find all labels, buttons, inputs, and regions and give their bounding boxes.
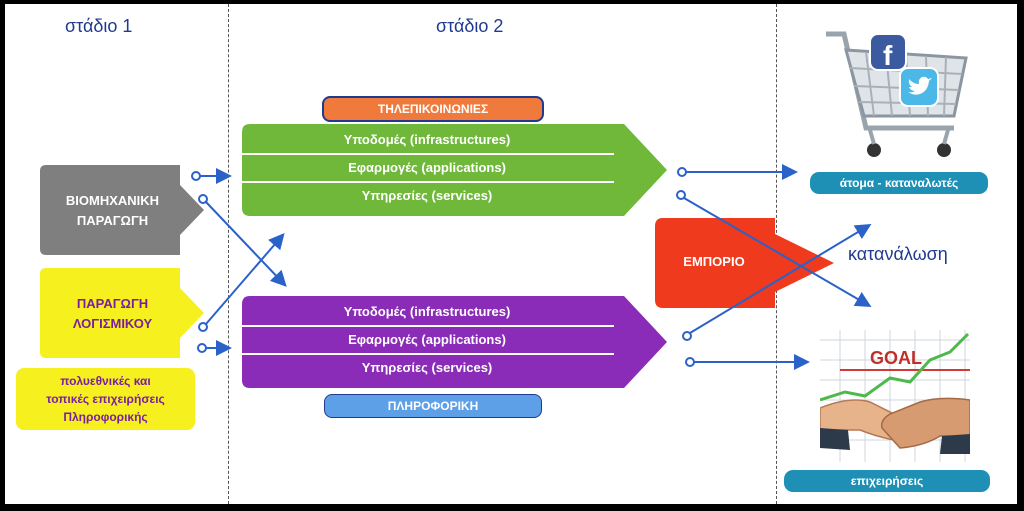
- goal-text: GOAL: [870, 348, 922, 368]
- companies-note: πολυεθνικές και τοπικές επιχειρήσεις Πλη…: [16, 368, 195, 430]
- handshake-goal-icon: GOAL: [820, 330, 970, 462]
- stage-2-label: στάδιο 2: [436, 16, 504, 36]
- telecom-label: ΤΗΛΕΠΙΚΟΙΝΩΝΙΕΣ: [322, 96, 544, 122]
- informatics-row-services: Υπηρεσίες (services): [361, 360, 493, 375]
- consumers-label: άτομα - καταναλωτές: [810, 172, 988, 194]
- informatics-label: ΠΛΗΡΟΦΟΡΙΚΗ: [324, 394, 542, 418]
- facebook-glyph: f: [883, 40, 893, 71]
- twitter-icon: [899, 67, 939, 107]
- stage-divider-1: [228, 4, 229, 504]
- facebook-icon: f: [869, 33, 907, 71]
- industrial-line-2: ΠΑΡΑΓΩΓΗ: [76, 213, 149, 228]
- informatics-row-infrastructures: Υποδομές (infrastructures): [343, 304, 511, 319]
- software-line-1: ΠΑΡΑΓΩΓΗ: [76, 296, 149, 311]
- commerce-label: ΕΜΠΟΡΙΟ: [683, 254, 745, 269]
- telecom-row-services: Υπηρεσίες (services): [361, 188, 493, 203]
- commerce-arrow: ΕΜΠΟΡΙΟ: [655, 218, 835, 308]
- telecom-arrow: Υποδομές (infrastructures) Εφαρμογές (ap…: [242, 124, 668, 216]
- software-production-arrow: ΠΑΡΑΓΩΓΗ ΛΟΓΙΣΜΙΚΟΥ: [40, 268, 205, 358]
- industrial-line-1: ΒΙΟΜΗΧΑΝΙΚΗ: [65, 193, 160, 208]
- informatics-row-applications: Εφαρμογές (applications): [348, 332, 506, 347]
- businesses-label: επιχειρήσεις: [784, 470, 990, 492]
- telecom-row-applications: Εφαρμογές (applications): [348, 160, 506, 175]
- consumption-label: κατανάλωση: [848, 244, 948, 264]
- note-line-1: πολυεθνικές και: [60, 374, 151, 388]
- informatics-arrow: Υποδομές (infrastructures) Εφαρμογές (ap…: [242, 296, 668, 388]
- note-line-2: τοπικές επιχειρήσεις: [46, 392, 165, 406]
- stage-1-label: στάδιο 1: [65, 16, 133, 36]
- software-line-2: ΛΟΓΙΣΜΙΚΟΥ: [72, 316, 153, 331]
- telecom-row-infrastructures: Υποδομές (infrastructures): [343, 132, 511, 147]
- note-line-3: Πληροφορικής: [63, 410, 148, 424]
- industrial-production-arrow: ΒΙΟΜΗΧΑΝΙΚΗ ΠΑΡΑΓΩΓΗ: [40, 165, 205, 255]
